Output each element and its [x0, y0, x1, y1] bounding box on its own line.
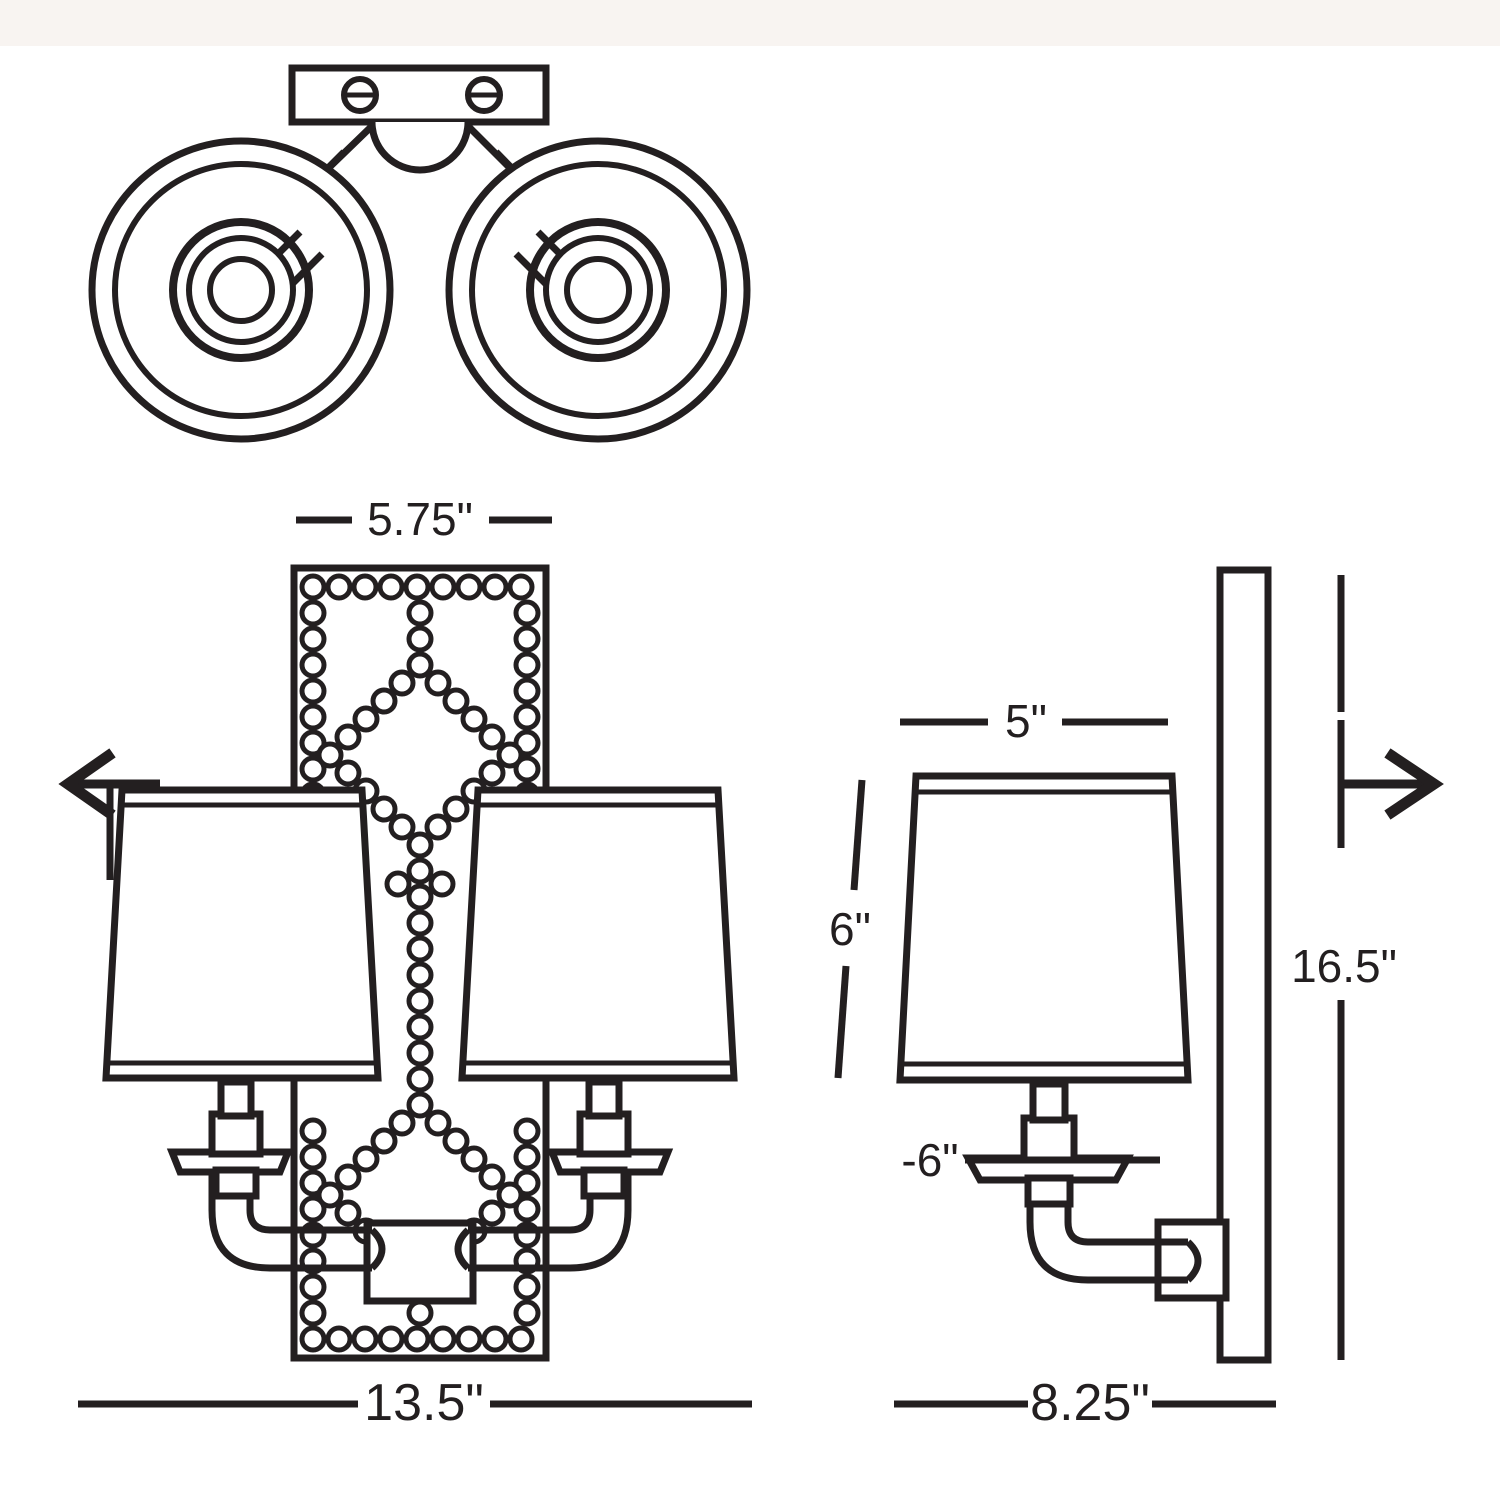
dimension-shade-height-side: 6": [829, 779, 871, 1079]
side-view-socket-neck: [1024, 1174, 1074, 1208]
front-view-arm-right-inner: [468, 1168, 594, 1234]
side-view-socket-stem: [1029, 1080, 1069, 1124]
dimension-width-top: 5.75": [296, 493, 552, 545]
dim-line-6-upper: [850, 779, 866, 891]
backplate-bead-border-top: [302, 576, 532, 598]
top-view-shade-right: [445, 137, 751, 443]
top-view-mounting-bar: [288, 64, 550, 126]
dimension-label-8-25: 8.25": [1030, 1374, 1150, 1432]
front-view-socket-stem-left: [217, 1078, 255, 1120]
front-view-arm-left: [208, 1168, 372, 1272]
dimension-label-16-5: 16.5": [1291, 940, 1397, 992]
front-view-socket-neck-left: [212, 1166, 260, 1200]
side-view-shade: [896, 772, 1192, 1084]
side-view-arm-outer: [1026, 1178, 1188, 1284]
screw-head-right-icon: [465, 76, 503, 114]
front-view-socket-neck-right: [580, 1166, 628, 1200]
top-view-arm-left-overlay: [275, 229, 325, 287]
dimension-shade-width-side: 5": [900, 695, 1168, 747]
side-view-arm-inner: [1064, 1178, 1188, 1246]
side-view-arm-cap: [1185, 1239, 1202, 1283]
top-view-center-dome: [368, 121, 472, 174]
dimension-height-overall: 16.5": [1291, 575, 1397, 1360]
dimension-width-front: 13.5": [78, 1374, 752, 1432]
dimension-label-5-75: 5.75": [367, 493, 473, 545]
side-view-socket-cup: [1020, 1114, 1078, 1164]
front-view-arm-right: [468, 1168, 632, 1272]
dimension-label-6-side: 6": [829, 903, 871, 955]
front-view-socket-cup-left: [208, 1110, 264, 1158]
width-arrow-right: [1337, 720, 1444, 848]
front-view-arm-left-cap: [369, 1227, 386, 1271]
dim-line-6-lower: [834, 965, 850, 1079]
front-view-arm-right-cap: [454, 1227, 471, 1271]
dimension-label-5: 5": [1005, 695, 1047, 747]
front-view-socket-stem-right: [585, 1078, 623, 1120]
dimension-shade-bottom-side: -6": [901, 1134, 1160, 1186]
front-view-socket-cup-right: [576, 1110, 632, 1158]
front-view-center-box: [363, 1219, 477, 1305]
front-view-shade-left: [102, 786, 382, 1082]
top-border-band: [0, 0, 1500, 46]
dimension-label-13-5: 13.5": [364, 1374, 484, 1432]
dimension-depth-side: 8.25": [894, 1374, 1276, 1432]
front-view-shade-right: [458, 786, 738, 1082]
front-view-arm-left-inner: [246, 1168, 372, 1234]
top-view-arm-right-overlay: [513, 229, 563, 287]
backplate-bead-border-bottom: [302, 1328, 532, 1350]
width-arrow-left: [58, 748, 160, 880]
front-view-group: [102, 564, 738, 1362]
screw-head-left-icon: [341, 76, 379, 114]
top-view-group: [88, 64, 751, 443]
side-view-group: [896, 566, 1272, 1364]
dimension-label-6-bottom: -6": [901, 1134, 958, 1186]
top-view-shade-left: [88, 137, 394, 443]
